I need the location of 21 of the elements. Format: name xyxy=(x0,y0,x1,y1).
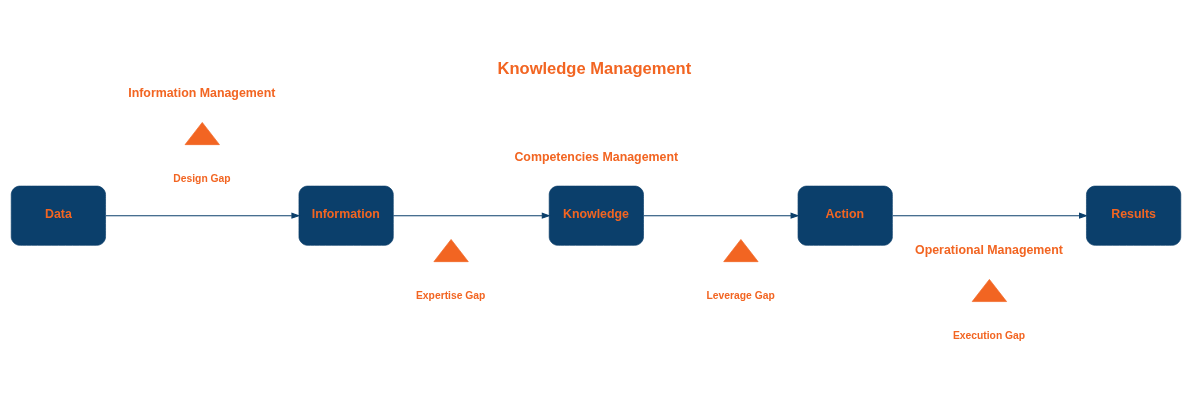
node-triangle xyxy=(433,238,469,262)
label: Competencies Management xyxy=(514,149,679,164)
node-label: Expertise Gap xyxy=(415,289,486,301)
label: Operational Management xyxy=(915,242,1063,257)
diagram-title: Knowledge Management xyxy=(497,58,692,78)
node-box: Data xyxy=(10,185,106,246)
arrow xyxy=(643,212,800,219)
label: Information Management xyxy=(128,85,276,100)
node-label: Leverage Gap xyxy=(706,289,775,301)
node-triangle xyxy=(971,278,1007,302)
arrow xyxy=(392,212,551,219)
node-label: Design Gap xyxy=(173,172,231,184)
node-box: Knowledge xyxy=(548,185,644,246)
arrow xyxy=(105,212,301,219)
node-box: Results xyxy=(1086,185,1182,246)
node-triangle xyxy=(184,121,220,145)
node-triangle xyxy=(723,238,759,262)
node-box: Information xyxy=(298,185,394,246)
arrow xyxy=(892,212,1088,219)
node-label: Execution Gap xyxy=(952,329,1026,341)
node-box: Action xyxy=(797,185,893,246)
